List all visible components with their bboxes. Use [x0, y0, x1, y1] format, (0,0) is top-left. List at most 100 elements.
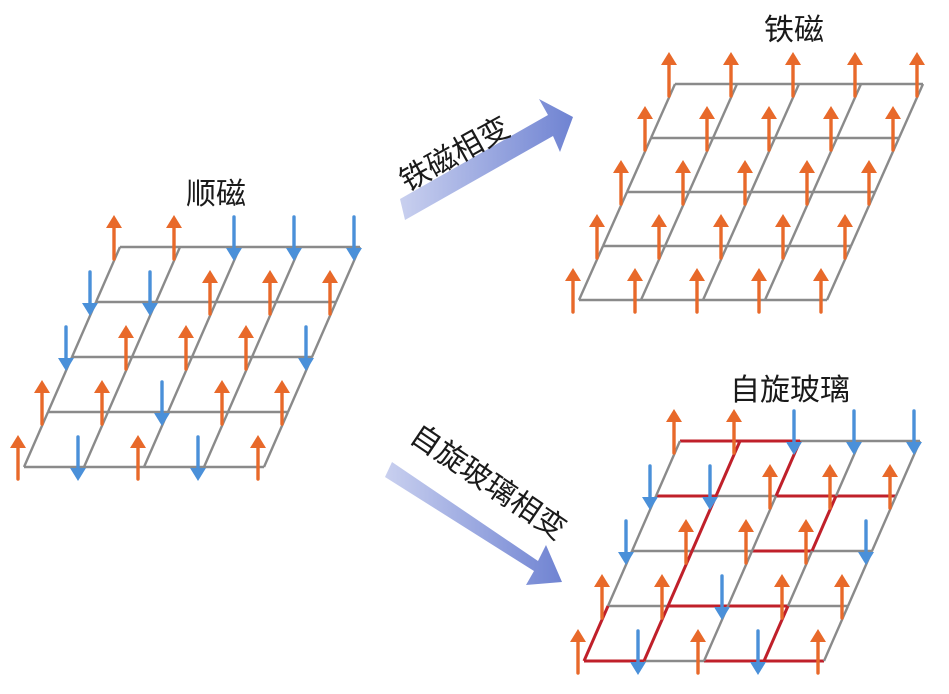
spin-glass-lattice [570, 409, 922, 675]
ferromagnetic-label: 铁磁 [764, 13, 824, 48]
lattice-bond [873, 137, 901, 193]
spin-up-arrow [202, 270, 218, 316]
spin-up-arrow [322, 270, 338, 316]
lattice-bond [226, 356, 254, 413]
lattice-bond [190, 301, 218, 358]
lattice-bond [166, 356, 194, 413]
spin-down-arrow [190, 435, 206, 481]
spin-glass-label: 自旋玻璃 [730, 373, 850, 408]
ferro-transition-arrow [400, 99, 573, 220]
spin-up-arrow [570, 629, 586, 675]
lattice-bond [577, 245, 605, 301]
frustrated-bond [582, 605, 610, 662]
spin-up-arrow [651, 214, 667, 260]
spin-up-arrow [813, 268, 829, 314]
spin-up-arrow [713, 214, 729, 260]
spin-up-arrow [589, 214, 605, 260]
lattice-bond [750, 495, 778, 552]
spin-up-arrow [10, 435, 26, 481]
spin-down-arrow [714, 574, 730, 620]
spin-up-arrow [178, 325, 194, 371]
spin-up-arrow [613, 160, 629, 206]
spin-up-arrow [762, 464, 778, 510]
spin-down-arrow [226, 215, 242, 261]
spin-up-arrow [238, 325, 254, 371]
spin-up-arrow [847, 52, 863, 98]
lattice-bond [22, 411, 50, 468]
lattice-bond [154, 246, 182, 303]
spin-up-arrow [723, 52, 739, 98]
spin-up-arrow [882, 464, 898, 510]
spin-down-arrow [702, 464, 718, 510]
spin-up-arrow [689, 268, 705, 314]
lattice-bond [250, 301, 278, 358]
spin-up-arrow [885, 106, 901, 152]
spin-up-arrow [34, 380, 50, 426]
spin-up-arrow [130, 435, 146, 481]
spin-up-arrow [810, 629, 826, 675]
spin-down-arrow [346, 215, 362, 261]
spin-down-arrow [70, 435, 86, 481]
spin-up-arrow [637, 106, 653, 152]
spin-down-arrow [58, 325, 74, 371]
spin-up-arrow [94, 380, 110, 426]
lattice-bond [601, 191, 629, 247]
spin-up-arrow [690, 629, 706, 675]
spin-up-arrow [214, 380, 230, 426]
spin-up-arrow [761, 106, 777, 152]
lattice-bond [654, 440, 682, 497]
paramagnetic-lattice [10, 215, 362, 481]
lattice-bond [763, 245, 791, 301]
spin-up-arrow [627, 268, 643, 314]
lattice-bond [786, 550, 814, 607]
spin-up-arrow [726, 409, 742, 455]
lattice-bond [835, 83, 863, 139]
lattice-bond [726, 550, 754, 607]
spin-up-arrow [106, 215, 122, 261]
lattice-bond [663, 191, 691, 247]
spin-down-arrow [82, 270, 98, 316]
lattice-bond [649, 83, 677, 139]
lattice-bond [711, 83, 739, 139]
lattice-bond [687, 137, 715, 193]
lattice-bond [625, 137, 653, 193]
frustrated-bond [810, 495, 838, 552]
spin-up-arrow [666, 409, 682, 455]
glass-transition-arrow [385, 462, 562, 585]
lattice-bond [202, 411, 230, 468]
spin-up-arrow [654, 574, 670, 620]
lattice-bond [639, 245, 667, 301]
lattice-bond [701, 245, 729, 301]
frustrated-bond [714, 440, 742, 497]
lattice-bond [749, 137, 777, 193]
spin-down-arrow [642, 464, 658, 510]
spin-up-arrow [594, 574, 610, 620]
spin-down-arrow [858, 519, 874, 565]
lattice-bond [822, 605, 850, 662]
spin-up-arrow [823, 106, 839, 152]
lattice-bond [897, 83, 925, 139]
spin-up-arrow [909, 52, 925, 98]
spin-down-arrow [618, 519, 634, 565]
spin-down-arrow [906, 409, 922, 455]
frustrated-bond [762, 605, 790, 662]
spin-up-arrow [738, 519, 754, 565]
lattice-bond [787, 191, 815, 247]
spin-up-arrow [799, 160, 815, 206]
spin-up-arrow [785, 52, 801, 98]
lattice-bond [94, 246, 122, 303]
lattice-bond [849, 191, 877, 247]
spin-up-arrow [565, 268, 581, 314]
frustrated-bond [666, 550, 694, 607]
spin-down-arrow [750, 629, 766, 675]
spin-up-arrow [775, 214, 791, 260]
ferromagnetic-lattice [565, 52, 925, 314]
lattice-bond [262, 411, 290, 468]
spin-up-arrow [661, 52, 677, 98]
spin-down-arrow [286, 215, 302, 261]
spin-down-arrow [786, 409, 802, 455]
lattice-bond [310, 301, 338, 358]
spin-up-arrow [861, 160, 877, 206]
spin-up-arrow [250, 435, 266, 481]
